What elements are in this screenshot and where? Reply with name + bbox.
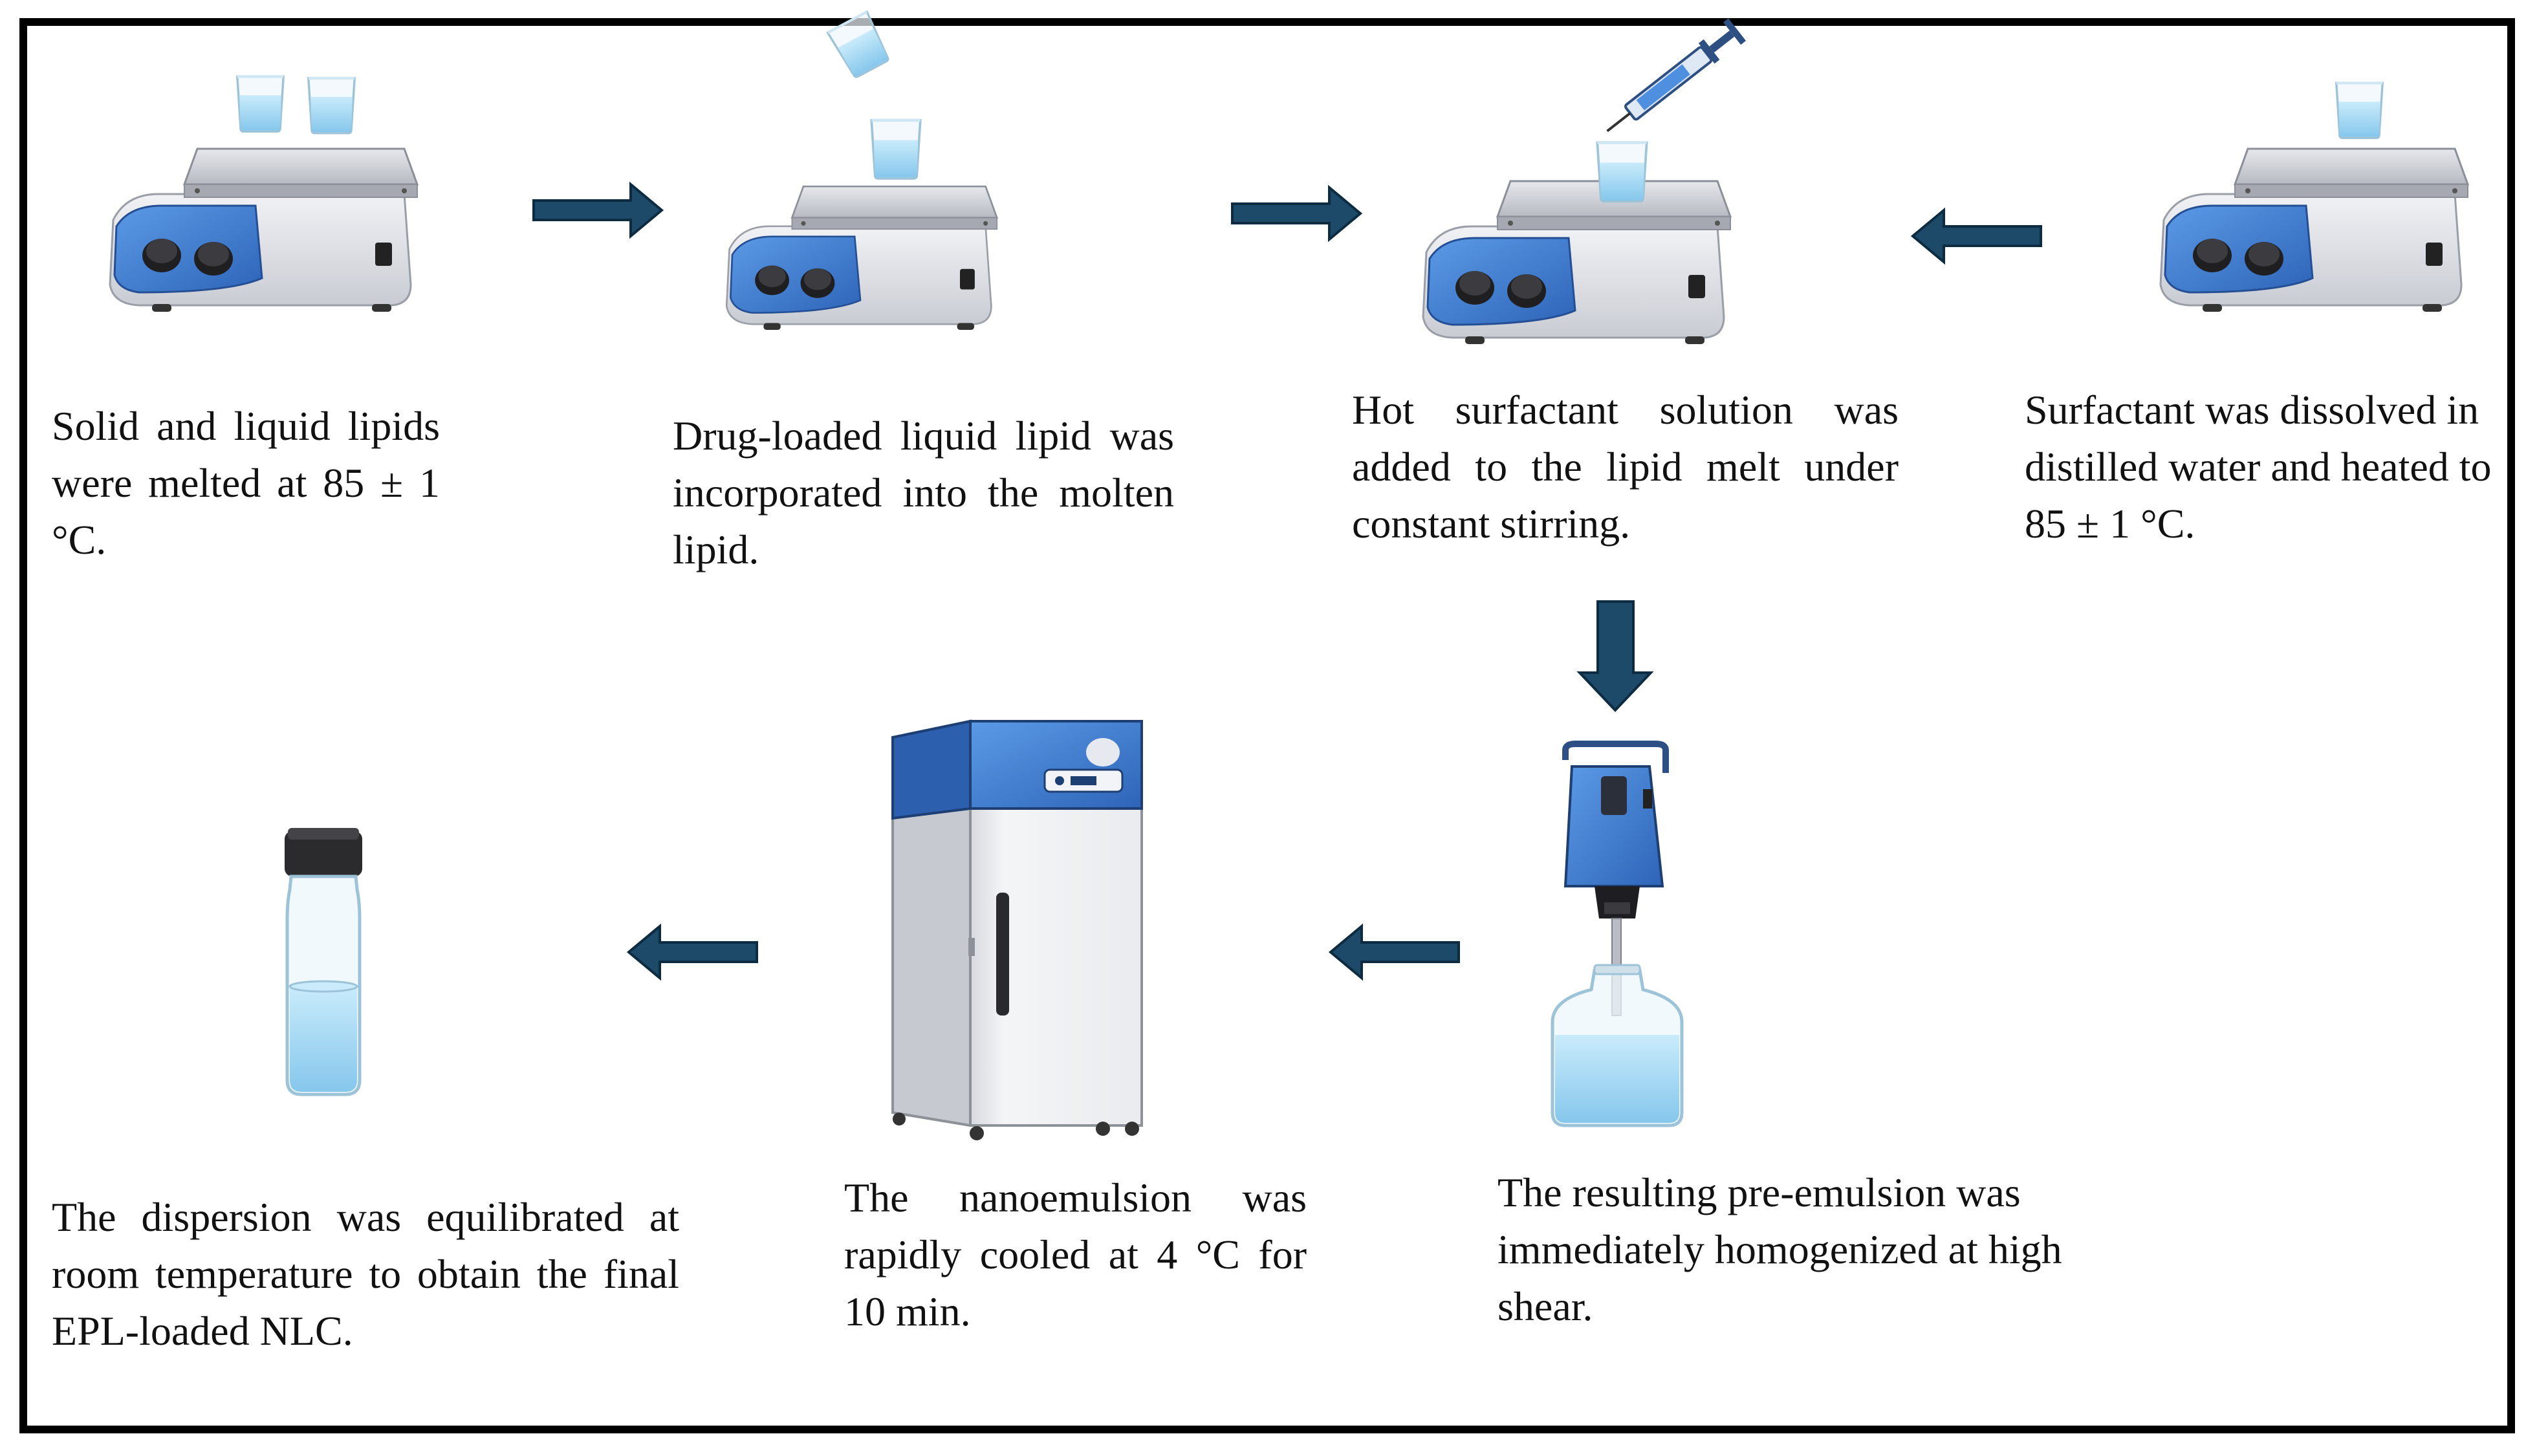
- step-text: The nanoemulsion was rapidly cooled at 4…: [844, 1175, 1307, 1334]
- hot-plate-syringe-icon: [1422, 18, 1747, 345]
- homogenizer-bottle-icon: [1551, 741, 1684, 1127]
- hot-plate-two-beakers-icon: [109, 76, 419, 313]
- arrow-right-icon: [534, 184, 662, 236]
- arrow-left-icon: [1331, 926, 1459, 978]
- step-5-caption: The resulting pre-emulsion was immediate…: [1497, 1164, 2118, 1335]
- step-2-caption: Drug-loaded liquid lipid was incorporate…: [673, 407, 1174, 578]
- step-text: The dispersion was equilibrated at room …: [52, 1194, 679, 1354]
- arrow-right-icon: [1232, 188, 1360, 239]
- step-text: Hot surfactant solution was added to the…: [1352, 387, 1899, 547]
- hot-plate-pouring-beaker-icon: [725, 12, 998, 331]
- vial-icon: [285, 828, 362, 1096]
- step-text: Surfactant was dissolved in distilled wa…: [2025, 387, 2492, 547]
- arrow-left-icon: [629, 926, 757, 978]
- step-1-caption: Solid and liquid lipids were melted at 8…: [52, 398, 440, 569]
- step-3-caption: Hot surfactant solution was added to the…: [1352, 382, 1899, 552]
- step-4-caption: Surfactant was dissolved in distilled wa…: [2025, 382, 2516, 552]
- step-6-caption: The nanoemulsion was rapidly cooled at 4…: [844, 1169, 1307, 1340]
- hot-plate-beaker-icon: [2159, 83, 2469, 313]
- arrow-down-icon: [1576, 600, 1654, 712]
- step-text: The resulting pre-emulsion was immediate…: [1497, 1169, 2062, 1329]
- figure-frame: [19, 18, 2515, 1433]
- refrigerator-icon: [891, 719, 1143, 1140]
- step-7-caption: The dispersion was equilibrated at room …: [52, 1189, 679, 1360]
- arrow-left-icon: [1913, 210, 2041, 262]
- step-text: Solid and liquid lipids were melted at 8…: [52, 403, 440, 563]
- step-text: Drug-loaded liquid lipid was incorporate…: [673, 413, 1174, 572]
